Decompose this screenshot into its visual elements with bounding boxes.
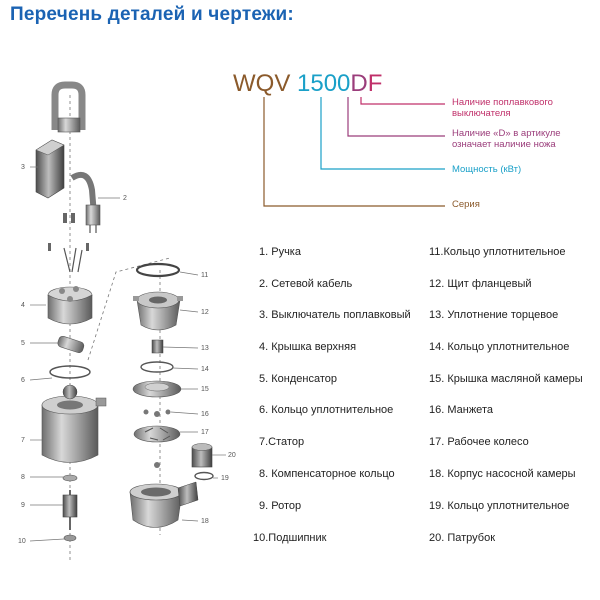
part-item: 2. Сетевой кабель xyxy=(259,278,353,290)
mechanical-seal-part xyxy=(151,339,164,354)
outlet-pipe-part xyxy=(191,443,213,468)
annotation-power: Мощность (кВт) xyxy=(452,164,522,175)
callout-15: 15 xyxy=(201,386,209,393)
part-item: 15. Крышка масляной камеры xyxy=(429,373,583,385)
seal-ring-11 xyxy=(135,262,181,278)
bearing-part xyxy=(63,534,77,542)
annotation-float-switch: Наличие поплавкового выключателя xyxy=(452,97,553,119)
annotation-series: Серия xyxy=(452,199,480,210)
callout-18: 18 xyxy=(201,518,209,525)
model-float-letter: F xyxy=(367,70,383,97)
callout-10: 10 xyxy=(18,538,26,545)
stator-part xyxy=(41,384,107,463)
impeller-part xyxy=(133,425,181,443)
callout-leaders xyxy=(29,166,226,542)
screws xyxy=(48,213,89,251)
callout-16: 16 xyxy=(201,411,209,418)
compensator-ring xyxy=(62,474,78,482)
model-power: 1500 xyxy=(297,70,351,97)
callout-6: 6 xyxy=(21,377,25,384)
callout-20: 20 xyxy=(228,452,236,459)
seal-ring-14 xyxy=(140,361,174,373)
seal-ring-6 xyxy=(49,365,91,379)
oil-chamber-cover-part xyxy=(132,380,182,398)
part-item: 20. Патрубок xyxy=(429,532,496,544)
pump-chamber-housing-part xyxy=(129,481,199,528)
wires xyxy=(63,247,83,273)
part-item: 1. Ручка xyxy=(259,246,301,258)
float-switch-part xyxy=(35,139,65,199)
code-leader-lines xyxy=(263,97,445,207)
callout-4: 4 xyxy=(21,302,25,309)
part-item: 7.Статор xyxy=(259,436,305,448)
callout-3: 3 xyxy=(21,164,25,171)
part-item: 4. Крышка верхняя xyxy=(259,341,357,353)
callout-19: 19 xyxy=(221,475,229,482)
capacitor-part xyxy=(57,335,85,353)
part-item: 8. Компенсаторное кольцо xyxy=(259,468,395,480)
part-item: 3. Выключатель поплавковый xyxy=(259,309,411,321)
model-knife-letter: D xyxy=(350,70,368,97)
part-item: 19. Кольцо уплотнительное xyxy=(429,500,570,512)
callout-14: 14 xyxy=(201,366,209,373)
part-item: 6. Кольцо уплотнительное xyxy=(259,404,394,416)
callout-17: 17 xyxy=(201,429,209,436)
top-cover-part xyxy=(47,286,93,325)
part-item: 18. Корпус насосной камеры xyxy=(429,468,576,480)
callout-2: 2 xyxy=(123,195,127,202)
lip-seal-part xyxy=(143,409,171,417)
model-series: WQV xyxy=(233,70,291,97)
part-item: 14. Кольцо уплотнительное xyxy=(429,341,570,353)
handle-part xyxy=(51,81,86,133)
flange-shield-part xyxy=(133,291,183,331)
page-title: Перечень деталей и чертежи: xyxy=(10,4,294,25)
callout-9: 9 xyxy=(21,502,25,509)
callout-11: 11 xyxy=(201,272,208,279)
callout-13: 13 xyxy=(201,345,209,352)
callout-7: 7 xyxy=(21,437,25,444)
part-item: 11.Кольцо уплотнительное xyxy=(429,246,566,258)
part-item: 10.Подшипник xyxy=(253,532,327,544)
part-item: 17. Рабочее колесо xyxy=(429,436,529,448)
part-item: 12. Щит фланцевый xyxy=(429,278,532,290)
part-item: 9. Ротор xyxy=(259,500,302,512)
callout-numbers: 3 2 4 5 6 7 8 9 10 11 12 13 14 15 16 17 … xyxy=(18,164,236,545)
annotation-knife: Наличие «D» в артикуле означает наличие … xyxy=(452,128,561,150)
part-item: 16. Манжета xyxy=(429,404,493,416)
callout-5: 5 xyxy=(21,340,25,347)
impeller-nut xyxy=(154,462,160,468)
power-cable-part xyxy=(70,172,101,233)
part-item: 5. Конденсатор xyxy=(259,373,337,385)
callout-8: 8 xyxy=(21,474,25,481)
callout-12: 12 xyxy=(201,309,209,316)
rotor-part xyxy=(62,490,78,530)
part-item: 13. Уплотнение торцевое xyxy=(429,309,559,321)
model-code: WQV 1500DF xyxy=(233,70,382,98)
seal-ring-19 xyxy=(194,471,214,481)
